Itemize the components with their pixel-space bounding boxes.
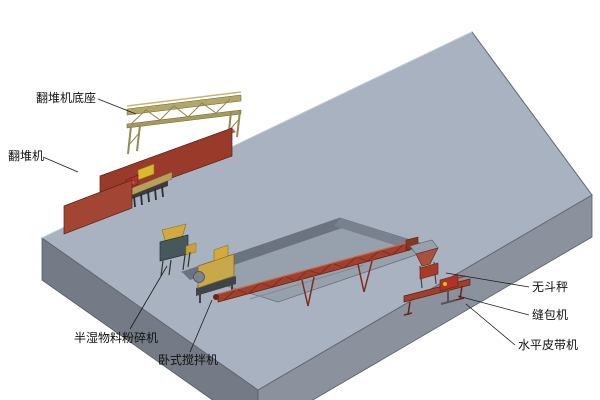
truss-bottom-chord [126,109,242,129]
crusher-motor [185,242,197,256]
truss-leg [236,110,241,138]
sewing-dial [443,282,447,286]
leader-mixer [189,299,213,353]
leader-turner [42,156,79,173]
label-mixer: 卧式搅拌机 [158,352,218,367]
pit-step-line [249,264,365,300]
crusher [159,223,197,277]
conveyor-leg [363,260,373,293]
truss-back-chord [126,91,242,107]
leader-crusher [129,265,168,330]
conveyor-leg [307,276,315,307]
leader-sewing [457,295,530,316]
conveyor-tail-pulley [213,294,219,300]
turner-front-wall [63,179,133,235]
truss-top-chord [126,94,242,116]
leader-scale [445,272,530,288]
crusher-legs [160,251,191,277]
conveyor-leg [357,263,365,293]
sewing-head [439,274,459,292]
label-turner-base: 翻堆机底座 [36,90,96,105]
label-scale: 无斗秤 [532,280,568,294]
compost-turner [63,127,236,235]
truss-lattice [131,98,231,124]
conveyor-belt-edge [217,241,411,295]
truss-leg [136,124,141,152]
sewing-base [440,299,457,305]
platform [41,31,593,400]
scale-body [419,262,439,280]
label-sewing: 缝包机 [532,307,568,322]
leader-turner-base [97,98,137,115]
truss-leg [127,125,132,155]
annotations: 翻堆机底座 翻堆机 半湿物料粉碎机 卧式搅拌机 无斗秤 缝包机 水平皮带机 [8,90,578,367]
label-crusher: 半湿物料粉碎机 [74,330,158,345]
hopper-funnel [415,247,439,267]
bucketless-scale-unit [409,239,439,289]
belt-leg [407,301,411,316]
bag-sewing-machine [439,274,466,305]
belt-foot [403,312,413,316]
label-belt: 水平皮带机 [518,338,578,352]
mixer [193,244,236,303]
label-turner: 翻堆机 [8,149,44,163]
turner-base [126,91,242,155]
conveyor-leg [301,279,309,307]
leader-belt [465,303,516,346]
belt-foot [455,297,465,301]
truss-leg-brace [127,131,141,147]
mixer-gear-end [193,271,205,283]
mixer-base-frame [196,276,236,296]
conveyor-truss-lattice [223,243,405,301]
mixer-motor [213,244,229,262]
